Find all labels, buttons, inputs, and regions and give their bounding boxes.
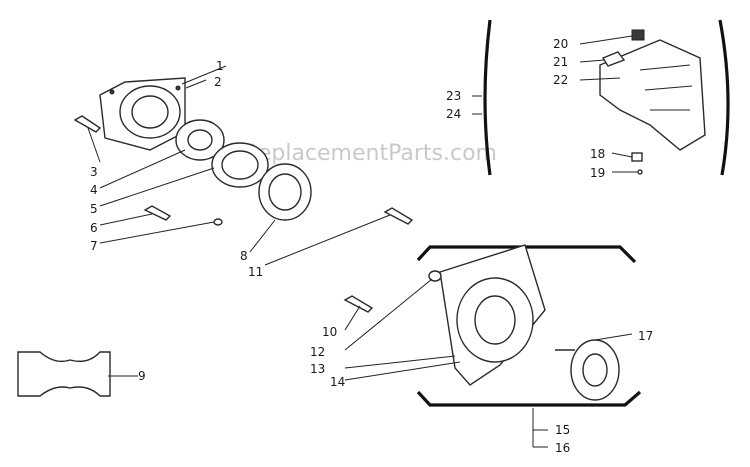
leader-line bbox=[99, 149, 186, 189]
callout-12: 12 bbox=[310, 345, 325, 359]
washer-part bbox=[213, 218, 223, 226]
callout-7: 7 bbox=[90, 239, 98, 253]
callout-6: 6 bbox=[90, 221, 98, 235]
callout-14: 14 bbox=[330, 375, 345, 389]
callout-21: 21 bbox=[553, 55, 568, 69]
callout-13: 13 bbox=[310, 362, 325, 376]
leader-line bbox=[344, 305, 361, 331]
starter-bolt-part bbox=[343, 295, 374, 313]
callout-4: 4 bbox=[90, 183, 98, 197]
callout-24: 24 bbox=[446, 107, 461, 121]
callout-9: 9 bbox=[138, 369, 146, 383]
decal-part bbox=[601, 51, 626, 67]
callout-20: 20 bbox=[553, 37, 568, 51]
callout-labels: 1 2 3 4 5 6 7 8 9 10 11 12 13 14 15 16 1… bbox=[90, 37, 653, 455]
watermark-text: eReplacementParts.com bbox=[230, 141, 497, 166]
leader-line bbox=[249, 219, 276, 253]
leader-line bbox=[99, 213, 153, 226]
callout-22: 22 bbox=[553, 73, 568, 87]
leader-line bbox=[611, 152, 633, 158]
leader-line bbox=[344, 278, 433, 351]
callout-10: 10 bbox=[322, 325, 337, 339]
bolt-part bbox=[73, 115, 102, 133]
leader-line bbox=[579, 35, 633, 45]
plug-part bbox=[428, 270, 442, 282]
callout-15: 15 bbox=[555, 423, 570, 437]
gasket-part bbox=[17, 351, 111, 397]
grommet-part bbox=[631, 152, 643, 162]
cover-knob-part bbox=[631, 29, 645, 41]
callout-19: 19 bbox=[590, 166, 605, 180]
starter-housing-part bbox=[439, 244, 546, 386]
callout-17: 17 bbox=[638, 329, 653, 343]
long-bolt-part bbox=[383, 207, 414, 225]
callout-18: 18 bbox=[590, 147, 605, 161]
callout-2: 2 bbox=[214, 75, 222, 89]
clutch-housing-part bbox=[99, 77, 186, 151]
callout-5: 5 bbox=[90, 202, 98, 216]
clutch-drum-part bbox=[258, 163, 312, 221]
leader-line bbox=[99, 167, 215, 207]
callout-11: 11 bbox=[248, 265, 263, 279]
pin-part bbox=[637, 169, 643, 175]
leader-line bbox=[594, 333, 633, 341]
starter-pulley-part bbox=[555, 339, 620, 401]
callout-16: 16 bbox=[555, 441, 570, 455]
clutch-spring-part bbox=[211, 142, 269, 188]
clutch-shoe-part bbox=[175, 119, 225, 161]
leader-line bbox=[579, 59, 605, 63]
engine-cover-part bbox=[599, 39, 706, 151]
leader-line bbox=[344, 355, 456, 369]
leader-line bbox=[99, 221, 215, 244]
leader-line bbox=[344, 361, 461, 381]
screw-part bbox=[143, 205, 172, 221]
callout-23: 23 bbox=[446, 89, 461, 103]
callout-1: 1 bbox=[216, 59, 224, 73]
leader-line bbox=[579, 77, 621, 81]
leader-line bbox=[87, 127, 101, 163]
leader-line bbox=[185, 79, 207, 89]
leader-line bbox=[181, 65, 227, 85]
callout-3: 3 bbox=[90, 165, 98, 179]
cover-group-bracket bbox=[483, 19, 730, 176]
leader-lines bbox=[87, 35, 638, 448]
leader-line bbox=[264, 214, 391, 266]
callout-8: 8 bbox=[240, 249, 248, 263]
